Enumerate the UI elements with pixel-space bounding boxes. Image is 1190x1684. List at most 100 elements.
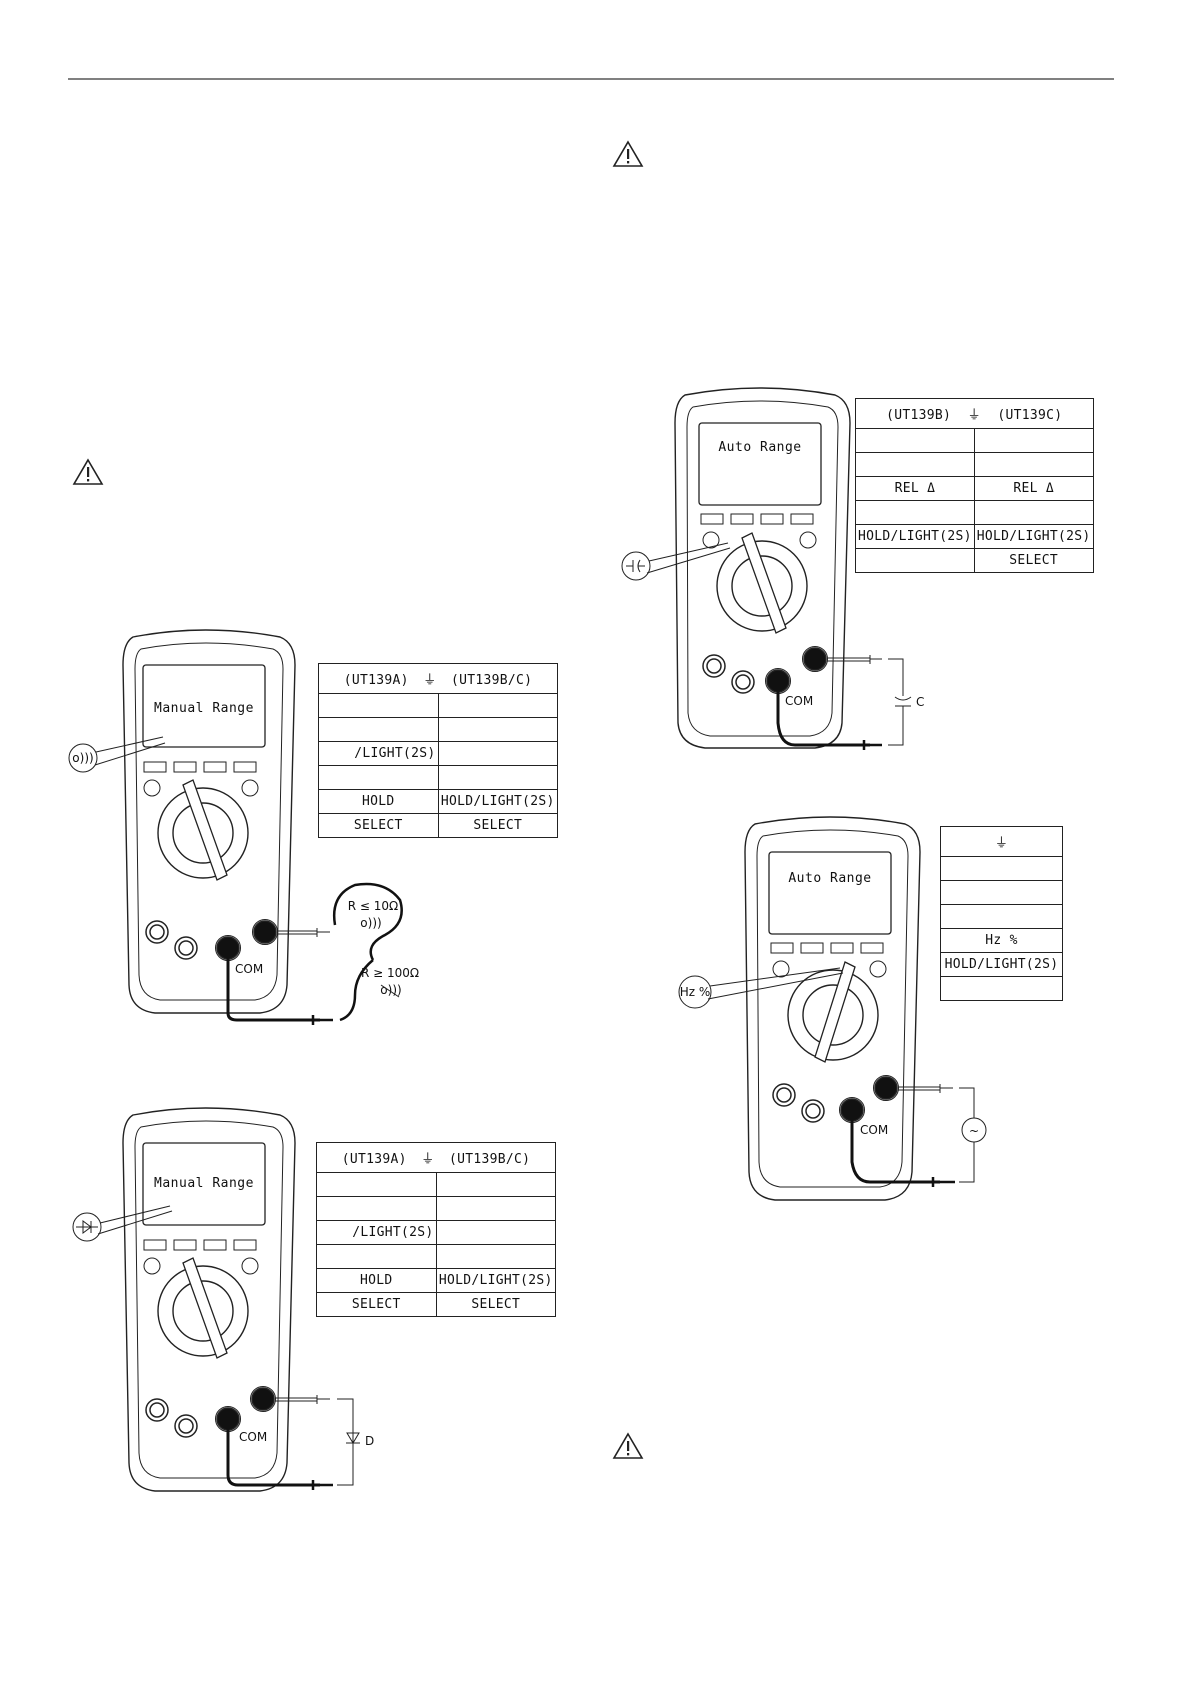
table-cell xyxy=(940,880,1063,905)
table-cell xyxy=(855,428,975,453)
function-button[interactable] xyxy=(790,513,814,525)
black-probe-lead xyxy=(226,1419,320,1487)
table-row: Hz % xyxy=(940,928,1063,953)
warning-triangle-icon xyxy=(612,140,644,167)
table-row xyxy=(318,765,558,790)
header-rule xyxy=(68,78,1114,80)
table-cell xyxy=(316,1172,437,1197)
com-label: COM xyxy=(860,1123,888,1137)
table-cell xyxy=(437,717,558,742)
rotary-dial[interactable] xyxy=(787,969,879,1061)
function-button[interactable] xyxy=(760,513,784,525)
red-probe xyxy=(869,655,882,664)
function-button[interactable] xyxy=(830,942,854,954)
ground-key-icon: ⏚ xyxy=(967,408,981,423)
table-cell: SELECT xyxy=(316,1292,437,1317)
ground-key-icon: ⏚ xyxy=(994,836,1009,851)
lcd-text: Auto Range xyxy=(788,871,871,886)
power-button[interactable] xyxy=(143,779,161,797)
table-cell: SELECT xyxy=(435,1292,556,1317)
table-row xyxy=(940,880,1063,905)
figure-capacitance: Auto Range COM xyxy=(620,383,1040,783)
table-header: ⏚ xyxy=(940,826,1063,857)
function-button[interactable] xyxy=(203,1239,227,1251)
function-button[interactable] xyxy=(143,1239,167,1251)
lcd-screen xyxy=(768,851,892,935)
function-button[interactable] xyxy=(233,1239,257,1251)
jack-v-ohm[interactable] xyxy=(251,1387,275,1411)
com-label: COM xyxy=(785,694,813,708)
table-row xyxy=(855,428,1094,453)
dial-pointer xyxy=(182,1257,228,1359)
table-row: ⏚ xyxy=(940,826,1063,857)
function-button[interactable] xyxy=(143,761,167,773)
function-button[interactable] xyxy=(173,1239,197,1251)
annotation-low-resistance: R ≤ 10Ω xyxy=(348,899,398,913)
diode-circuit xyxy=(337,1398,354,1486)
table-header: (UT139A) ⏚ (UT139B/C) xyxy=(316,1142,556,1173)
lcd-screen xyxy=(142,1142,266,1226)
function-button[interactable] xyxy=(860,942,884,954)
multimeter-diagram: Auto Range Hz % COM ~ xyxy=(678,816,987,1201)
table-header: (UT139A) ⏚ (UT139B/C) xyxy=(318,663,558,694)
key-table-frequency: ⏚ Hz % HOLD/LIGHT(2S) xyxy=(940,826,1063,1001)
black-probe-lead xyxy=(226,948,320,1022)
table-cell: REL Δ xyxy=(855,476,975,501)
table-row xyxy=(316,1172,556,1197)
table-cell: HOLD/LIGHT(2S) xyxy=(437,789,558,814)
function-button[interactable] xyxy=(800,942,824,954)
table-cell xyxy=(973,500,1094,525)
table-cell: SELECT xyxy=(318,813,439,838)
function-button[interactable] xyxy=(730,513,754,525)
rotary-dial[interactable] xyxy=(157,787,249,879)
rotary-dial[interactable] xyxy=(716,540,808,632)
annotation-high-resistance: R ≥ 100Ω xyxy=(361,966,419,980)
function-button[interactable] xyxy=(700,513,724,525)
jack-v-ohm[interactable] xyxy=(803,647,827,671)
diode-component-icon xyxy=(346,1432,360,1444)
table-row xyxy=(940,976,1063,1001)
table-cell xyxy=(318,717,439,742)
table-cell xyxy=(940,976,1063,1001)
table-cell: /LIGHT(2S) xyxy=(318,741,439,766)
jack-v-ohm[interactable] xyxy=(253,920,277,944)
table-row: (UT139A) ⏚ (UT139B/C) xyxy=(316,1142,556,1173)
table-cell xyxy=(316,1196,437,1221)
table-cell xyxy=(855,548,975,573)
table-cell xyxy=(940,856,1063,881)
table-cell xyxy=(940,904,1063,929)
lcd-text: Auto Range xyxy=(718,440,801,455)
function-button[interactable] xyxy=(173,761,197,773)
function-button[interactable] xyxy=(770,942,794,954)
diode-symbol-icon xyxy=(76,1220,98,1234)
warning-triangle-icon xyxy=(72,458,104,485)
lcd-text: Manual Range xyxy=(154,701,254,716)
function-button[interactable] xyxy=(233,761,257,773)
black-probe-lead xyxy=(776,681,870,747)
table-cell xyxy=(318,765,439,790)
dial-pointer xyxy=(814,961,856,1063)
black-probe-lead xyxy=(850,1110,940,1184)
table-cell xyxy=(855,452,975,477)
table-cell: Hz % xyxy=(940,928,1063,953)
jack-v-ohm[interactable] xyxy=(874,1076,898,1100)
table-cell xyxy=(435,1196,556,1221)
table-cell: HOLD xyxy=(318,789,439,814)
power-button[interactable] xyxy=(143,1257,161,1275)
function-button[interactable] xyxy=(203,761,227,773)
rotary-dial[interactable] xyxy=(157,1265,249,1357)
table-row: HOLD/LIGHT(2S) xyxy=(940,952,1063,977)
table-row xyxy=(316,1196,556,1221)
power-button[interactable] xyxy=(772,960,790,978)
red-probe xyxy=(316,1395,330,1404)
multimeter-diagram: Manual Range o))) xyxy=(68,629,419,1025)
com-label: COM xyxy=(235,962,263,976)
power-button[interactable] xyxy=(702,531,720,549)
table-row xyxy=(318,693,558,718)
multimeter-diagram: Manual Range COM xyxy=(72,1107,374,1492)
dial-pointer xyxy=(741,532,787,634)
table-cell xyxy=(437,693,558,718)
